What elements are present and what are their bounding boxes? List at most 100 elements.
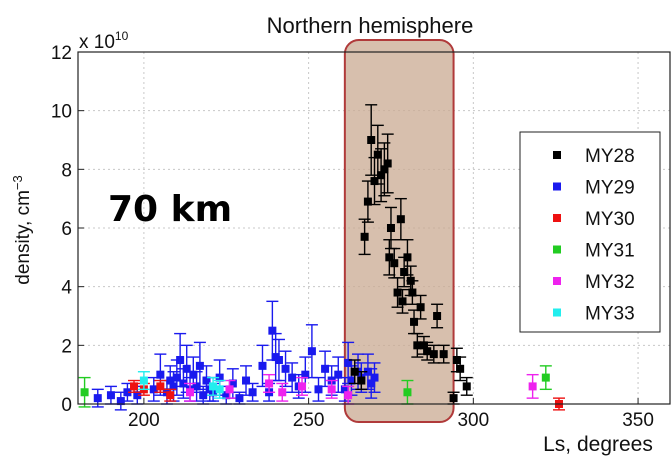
y-tick-label: 12	[51, 43, 72, 64]
data-point-my29	[246, 382, 259, 402]
data-point-my28	[460, 376, 473, 396]
marker	[363, 197, 372, 206]
data-point-my28	[406, 280, 419, 305]
x-axis-label: Ls, degrees	[543, 433, 653, 456]
y-tick-label: 2	[61, 336, 72, 357]
data-point-my29	[91, 388, 104, 408]
legend-marker-my32	[553, 277, 561, 285]
data-point-my28	[414, 294, 427, 320]
marker	[377, 171, 386, 180]
marker	[419, 341, 428, 350]
marker	[248, 388, 257, 397]
data-point-my32	[276, 382, 289, 402]
marker	[367, 136, 376, 144]
marker	[462, 382, 471, 391]
data-point-my32	[263, 373, 276, 393]
marker	[380, 165, 389, 174]
data-point-my29	[279, 350, 292, 388]
data-point-my29	[312, 376, 325, 402]
data-point-my28	[378, 142, 391, 197]
marker	[396, 215, 405, 224]
marker	[398, 297, 407, 306]
marker	[123, 388, 132, 397]
data-point-my29	[286, 362, 299, 393]
marker	[278, 388, 287, 397]
marker	[156, 370, 165, 379]
data-point-my28	[358, 218, 371, 256]
marker	[386, 224, 395, 232]
marker	[363, 367, 372, 376]
y-tick-label: 8	[61, 160, 72, 181]
marker	[106, 391, 115, 400]
legend-marker-my28	[553, 151, 561, 159]
marker	[149, 385, 158, 394]
data-point-my32	[184, 382, 197, 402]
marker	[242, 376, 251, 385]
marker	[172, 373, 181, 382]
marker	[393, 288, 402, 297]
marker	[452, 356, 461, 364]
marker	[408, 288, 417, 297]
data-point-my28	[411, 332, 424, 358]
marker	[93, 394, 102, 403]
legend-label-my30: MY30	[585, 209, 635, 230]
marker	[347, 376, 356, 385]
y-multiplier-exponent: 10	[115, 29, 129, 43]
data-point-my28	[348, 359, 361, 385]
marker	[307, 347, 316, 356]
marker	[429, 350, 438, 359]
marker	[321, 364, 330, 373]
marker	[301, 370, 310, 379]
marker	[334, 370, 343, 379]
marker	[235, 394, 244, 403]
marker	[274, 356, 283, 364]
legend-marker-my30	[553, 214, 561, 222]
marker	[439, 350, 448, 359]
data-points	[78, 104, 565, 411]
data-point-my28	[365, 104, 378, 176]
marker	[166, 391, 175, 400]
x-tick-label: 200	[128, 410, 160, 431]
legend-label-my33: MY33	[585, 304, 635, 325]
marker	[314, 385, 323, 394]
data-point-my29	[368, 362, 381, 393]
data-point-my30	[154, 379, 167, 393]
chart-title: Northern hemisphere	[267, 13, 474, 38]
data-point-my28	[421, 341, 434, 361]
data-point-my28	[431, 303, 444, 329]
data-point-my32	[526, 373, 539, 399]
data-point-my29	[193, 341, 206, 391]
marker	[265, 379, 274, 388]
altitude-annotation: 70 km	[108, 189, 232, 230]
marker	[215, 373, 224, 382]
data-point-my28	[383, 239, 396, 276]
x-tick-label: 300	[457, 410, 489, 431]
highlight-band	[343, 39, 455, 423]
marker	[344, 358, 353, 367]
marker	[385, 253, 394, 262]
marker	[179, 379, 188, 388]
y-tick-label: 0	[61, 395, 72, 416]
marker	[222, 391, 231, 400]
marker	[403, 253, 412, 262]
data-point-my31	[78, 376, 91, 408]
marker	[357, 376, 366, 385]
marker	[195, 361, 204, 370]
marker	[268, 326, 277, 335]
marker	[228, 379, 237, 388]
marker	[209, 382, 218, 391]
marker	[340, 385, 349, 394]
x-tick-label: 350	[622, 410, 654, 431]
marker	[541, 373, 550, 382]
data-point-my30	[128, 379, 141, 393]
marker	[449, 394, 458, 403]
marker	[288, 373, 297, 382]
data-point-my28	[437, 344, 450, 364]
data-point-my28	[355, 371, 368, 391]
legend-label-my28: MY28	[585, 146, 635, 167]
marker	[350, 367, 359, 376]
legend-marker-my33	[553, 308, 561, 317]
marker	[169, 382, 178, 391]
